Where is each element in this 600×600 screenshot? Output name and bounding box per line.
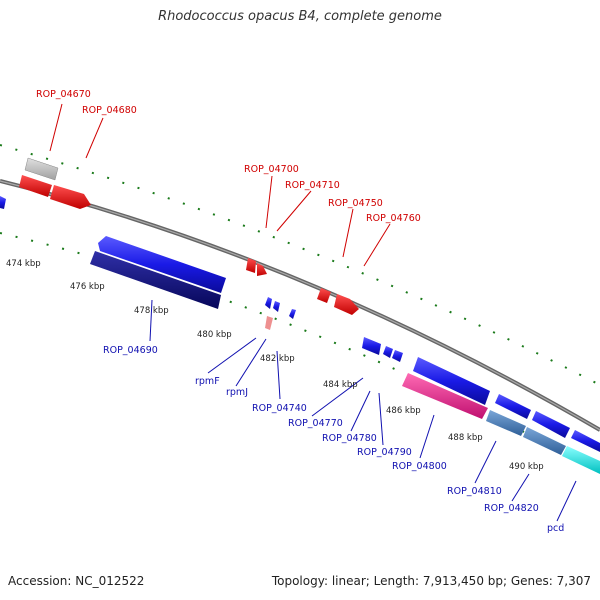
- label-pcd[interactable]: pcd: [547, 523, 564, 534]
- gene-ROP_04680[interactable]: [50, 185, 91, 209]
- label-ROP_04780[interactable]: ROP_04780: [322, 433, 377, 444]
- label-ROP_04750[interactable]: ROP_04750: [328, 198, 383, 209]
- genes-label: Genes: 7,307: [507, 574, 591, 588]
- genome-stats: Topology: linear; Length: 7,913,450 bp; …: [272, 574, 591, 588]
- inner-tick-track: [0, 232, 600, 474]
- label-ROP_04760[interactable]: ROP_04760: [366, 213, 421, 224]
- label-ROP_04740[interactable]: ROP_04740: [252, 403, 307, 414]
- gene-ROP_04690-upper[interactable]: [98, 236, 226, 293]
- forward-genes: [19, 157, 359, 315]
- scale-label: 488 kbp: [448, 433, 483, 443]
- reverse-genes: [0, 196, 600, 474]
- scale-label: 484 kbp: [323, 380, 358, 390]
- label-ROP_04770[interactable]: ROP_04770: [288, 418, 343, 429]
- gene-ROP_04810[interactable]: [486, 410, 526, 436]
- blue-gene-labels: ROP_04690 rpmF rpmJ ROP_04740 ROP_04770 …: [103, 345, 564, 534]
- gene-ROP_04790[interactable]: [392, 350, 403, 362]
- length-label: Length: 7,913,450 bp;: [369, 574, 508, 588]
- label-ROP_04670[interactable]: ROP_04670: [36, 89, 91, 100]
- gene-small-blue[interactable]: [289, 309, 296, 319]
- gene-ROP_04690[interactable]: [90, 251, 221, 309]
- label-ROP_04820[interactable]: ROP_04820: [484, 503, 539, 514]
- blue-leaders: [149, 299, 577, 522]
- topology-label: Topology: linear;: [271, 574, 370, 588]
- label-ROP_04700[interactable]: ROP_04700: [244, 164, 299, 175]
- gene-blue-long[interactable]: [413, 357, 490, 405]
- gene-ROP_04780[interactable]: [383, 346, 393, 358]
- gene-blue-4[interactable]: [571, 430, 600, 452]
- gene-red-1[interactable]: [19, 175, 52, 197]
- gene-rpmF[interactable]: [265, 297, 272, 309]
- gene-ROP_04770[interactable]: [362, 337, 381, 355]
- label-ROP_04710[interactable]: ROP_04710: [285, 180, 340, 191]
- gene-left-edge[interactable]: [0, 196, 6, 209]
- label-ROP_04690[interactable]: ROP_04690: [103, 345, 158, 356]
- gene-blue-3[interactable]: [532, 411, 570, 438]
- label-ROP_04810[interactable]: ROP_04810: [447, 486, 502, 497]
- gene-ROP_04740[interactable]: [265, 316, 273, 330]
- gene-ROP_04800[interactable]: [402, 373, 488, 419]
- scale-label: 480 kbp: [197, 330, 232, 340]
- gene-rpmJ[interactable]: [273, 301, 280, 312]
- label-ROP_04800[interactable]: ROP_04800: [392, 461, 447, 472]
- label-ROP_04790[interactable]: ROP_04790: [357, 447, 412, 458]
- scale-label: 486 kbp: [386, 406, 421, 416]
- scale-label: 482 kbp: [260, 354, 295, 364]
- label-ROP_04680[interactable]: ROP_04680: [82, 105, 137, 116]
- scale-label: 474 kbp: [6, 259, 41, 269]
- gene-ROP_04820[interactable]: [523, 427, 566, 455]
- scale-label: 490 kbp: [509, 462, 544, 472]
- gene-ROP_04750[interactable]: [317, 288, 331, 303]
- gene-pcd[interactable]: [562, 446, 600, 474]
- map-title: Rhodococcus opacus B4, complete genome: [158, 9, 442, 24]
- red-gene-labels: ROP_04670 ROP_04680 ROP_04700 ROP_04710 …: [36, 89, 421, 224]
- gene-blue-2[interactable]: [495, 394, 531, 419]
- scale-labels: 474 kbp 476 kbp 478 kbp 480 kbp 482 kbp …: [6, 259, 544, 472]
- gene-ROP_04700[interactable]: [246, 258, 256, 273]
- label-rpmF[interactable]: rpmF: [195, 376, 220, 387]
- genome-backbone: [0, 179, 600, 432]
- scale-label: 476 kbp: [70, 282, 105, 292]
- red-leaders: [49, 103, 391, 267]
- accession-label: Accession: NC_012522: [8, 574, 145, 588]
- label-rpmJ[interactable]: rpmJ: [226, 387, 248, 398]
- gene-ROP_04670[interactable]: [24, 157, 59, 181]
- scale-label: 478 kbp: [134, 306, 169, 316]
- gene-ROP_04760[interactable]: [334, 294, 359, 315]
- gene-ROP_04710[interactable]: [257, 263, 267, 276]
